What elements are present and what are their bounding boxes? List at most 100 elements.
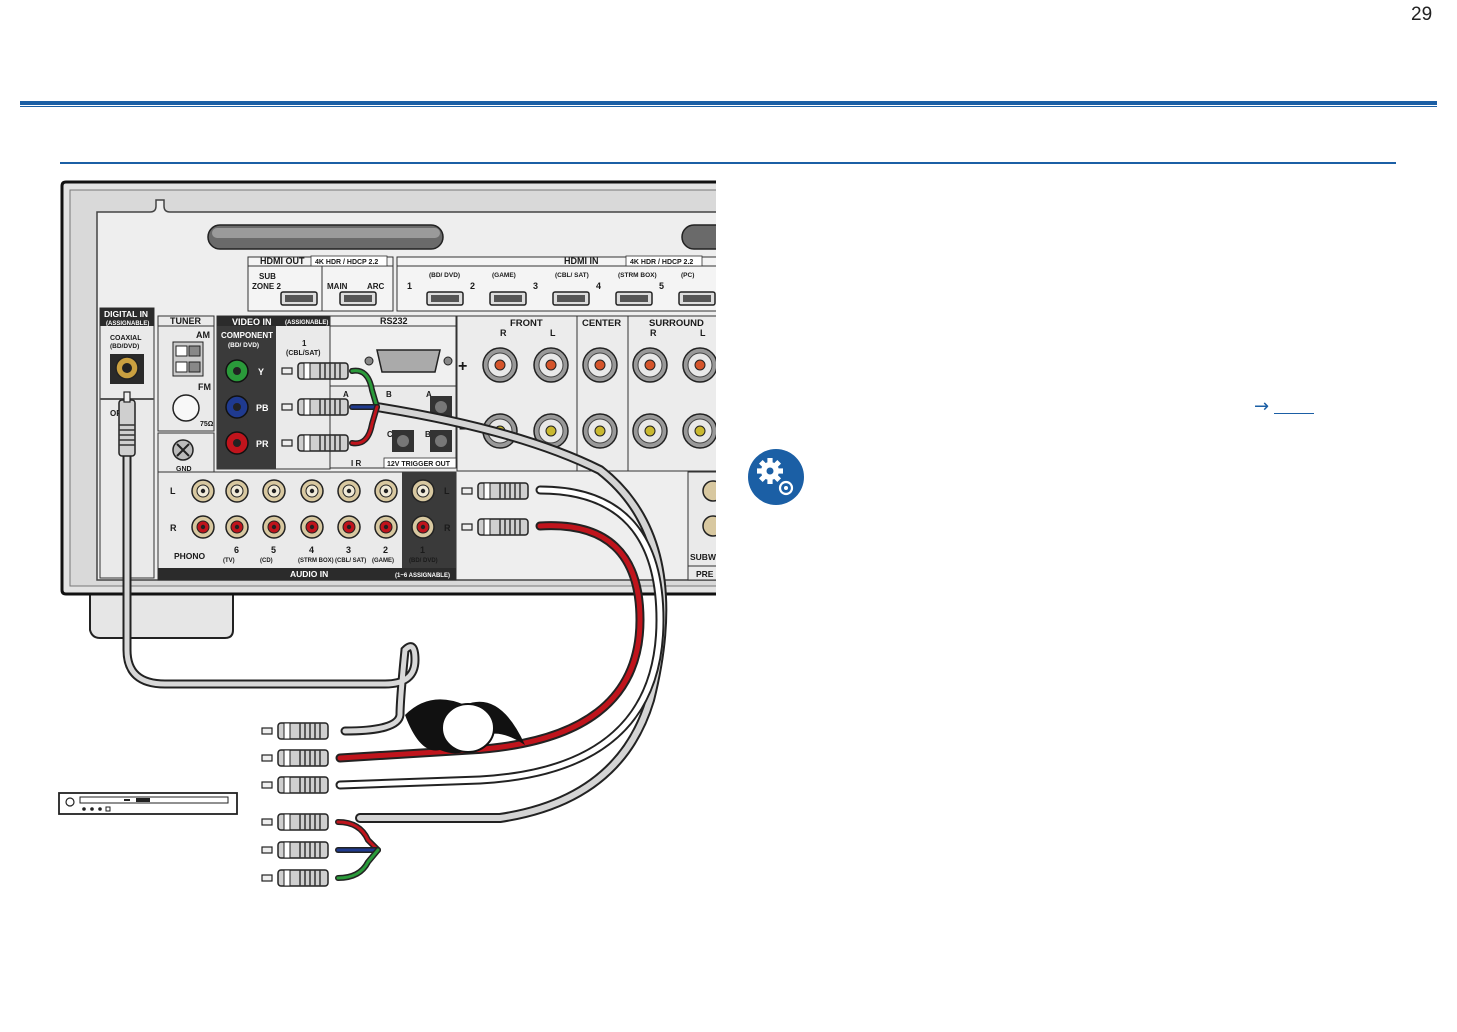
- front-label: FRONT: [510, 318, 543, 329]
- hdmi-out-main-port: [339, 291, 377, 306]
- fm-antenna-jack: [172, 394, 200, 422]
- component-pr-jack: [225, 431, 249, 455]
- hdmi-in-port-number: 3: [533, 281, 538, 291]
- hdmi-out-sub-port: [280, 291, 318, 306]
- audio-port-sub: (CD): [260, 558, 273, 564]
- header-rule: [20, 101, 1437, 105]
- hdmi-in-port-sub: (BD/ DVD): [429, 272, 460, 279]
- rs232-port: [364, 349, 453, 373]
- hdmi-out-badge: 4K HDR / HDCP 2.2: [315, 259, 378, 266]
- audio-in-jack: [374, 479, 398, 503]
- reference-arrow-icon: →: [1254, 396, 1270, 417]
- coaxial-plug: [118, 391, 136, 457]
- front-r-label: R: [500, 328, 507, 338]
- audio-port-sub: (TV): [223, 558, 235, 564]
- am-terminal: [172, 341, 204, 377]
- reference-link-arrow[interactable]: →: [1254, 396, 1269, 417]
- rca-plug: [281, 398, 349, 416]
- audio-in-jack: [411, 479, 435, 503]
- hdmi-out-label: HDMI OUT: [260, 256, 305, 266]
- audio1-l-label: L: [444, 486, 450, 496]
- ir-label: I R: [351, 459, 361, 468]
- hdmi-in-port-4: 4(STRM BOX): [596, 272, 657, 306]
- trigger-jack-b: [430, 430, 452, 452]
- digital-in-sub-label: (ASSIGNABLE): [106, 321, 149, 327]
- audio-port-number: 5: [271, 545, 276, 555]
- reference-link-underline: [1274, 413, 1314, 414]
- cable-twist-mark: [405, 699, 525, 754]
- hdmi-in-port-3: 3(CBL/ SAT): [533, 272, 590, 306]
- audio-in-jack: [262, 479, 286, 503]
- coaxial-sub-label: (BD/DVD): [110, 343, 139, 350]
- speaker-terminal: [582, 413, 618, 449]
- am-label: AM: [196, 330, 210, 340]
- gnd-label: GND: [176, 466, 192, 473]
- audio-port-number: 3: [346, 545, 351, 555]
- phono-label: PHONO: [174, 551, 206, 561]
- rca-plug: [461, 482, 529, 500]
- audio-port-sub: (BD/ DVD): [409, 558, 438, 564]
- rca-plug: [461, 518, 529, 536]
- speaker-terminal: [482, 347, 518, 383]
- audio-in-sub-label: (1~6 ASSIGNABLE): [395, 573, 450, 579]
- hdmi-in-port-number: 5: [659, 281, 664, 291]
- audio-port-number: 1: [420, 545, 425, 555]
- rca-plug: [261, 749, 329, 767]
- component-label: COMPONENT: [221, 331, 273, 340]
- hdmi-in-port-number: 1: [407, 281, 412, 291]
- audio-port-sub: (CBL/ SAT): [335, 558, 366, 564]
- page-number: 29: [1411, 4, 1433, 25]
- rca-plug: [281, 434, 349, 452]
- rca-plug: [261, 722, 329, 740]
- pb-label: PB: [256, 403, 269, 413]
- zone2-label: ZONE 2: [252, 282, 281, 291]
- audio-in-jack: [374, 515, 398, 539]
- speaker-terminal: [682, 413, 716, 449]
- audio-port-number: 4: [309, 545, 314, 555]
- hdmi-in-port-number: 4: [596, 281, 601, 291]
- hdmi-in-label: HDMI IN: [564, 256, 599, 266]
- rca-plug: [261, 813, 329, 831]
- trigger-a-label: A: [426, 390, 432, 399]
- coaxial-jack: [115, 356, 139, 380]
- trigger-out-label: 12V TRIGGER OUT: [387, 461, 451, 468]
- audio-in-label: AUDIO IN: [290, 569, 328, 579]
- ir-a-label: A: [343, 390, 349, 399]
- coaxial-label: COAXIAL: [110, 335, 142, 342]
- speaker-terminal: [682, 347, 716, 383]
- phono-l-label: L: [170, 486, 176, 496]
- rs232-label: RS232: [380, 316, 408, 326]
- audio-port-sub: (STRM BOX): [298, 558, 334, 564]
- component-sub-label: (BD/ DVD): [228, 342, 259, 349]
- audio-in-jack: [337, 515, 361, 539]
- video-in-label: VIDEO IN: [232, 317, 272, 327]
- component-num-label: 1: [302, 339, 307, 348]
- header-rule-thin: [20, 106, 1437, 107]
- ir-b-label: B: [386, 390, 392, 399]
- audio-port-number: 6: [234, 545, 239, 555]
- hdmi-in-port-2: 2(GAME): [470, 272, 527, 306]
- component-num-sub-label: (CBL/SAT): [286, 350, 320, 357]
- trigger-jack-c: [392, 430, 414, 452]
- audio-in-jack: [262, 515, 286, 539]
- phono-r-label: R: [170, 523, 177, 533]
- front-l-label: L: [550, 328, 556, 338]
- audio1-r-label: R: [444, 523, 451, 533]
- surround-r-label: R: [650, 328, 657, 338]
- component-y-jack: [225, 359, 249, 383]
- speaker-terminals: [482, 347, 716, 449]
- audio-in-jack: [411, 515, 435, 539]
- audio-port-sub: (GAME): [372, 558, 394, 564]
- optical-label: OP: [110, 409, 122, 418]
- fm-label: FM: [198, 382, 211, 392]
- ohm-label: 75Ω: [200, 421, 214, 428]
- pre-label: PRE: [696, 569, 714, 579]
- digital-in-label: DIGITAL IN: [104, 309, 148, 319]
- audio-in-jack: [300, 479, 324, 503]
- hdmi-in-port-sub: (PC): [681, 272, 694, 279]
- pr-label: PR: [256, 439, 269, 449]
- hdmi-in-ports: 1 (BD/ DVD) 2(GAME)3(CBL/ SAT)4(STRM BOX)5…: [407, 272, 716, 306]
- phono-jack: [191, 479, 215, 503]
- plus-label: +: [458, 358, 467, 375]
- hdmi-in-port-5: 5 (PC): [659, 272, 716, 306]
